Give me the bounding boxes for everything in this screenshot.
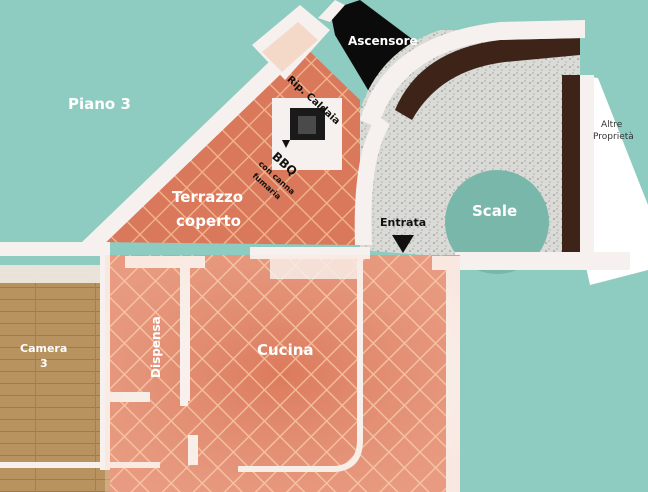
dispensa-label: Dispensa	[149, 316, 163, 378]
scale-stairwell	[445, 170, 549, 274]
entrata-label: Entrata	[380, 216, 427, 229]
terrazzo-wall	[80, 32, 312, 252]
scale-label: Scale	[472, 202, 518, 220]
terrazzo-coperto-floor	[90, 42, 360, 245]
camera-3-label-line2: 3	[40, 357, 48, 370]
terrazzo-label-line2: coperto	[176, 212, 241, 230]
floor-label: Piano 3	[68, 95, 131, 113]
ascensore-label: Ascensore	[348, 34, 418, 48]
camera-3-label-line1: Camera	[20, 342, 68, 355]
curved-wood-wall	[395, 38, 580, 120]
entrance-arrow-icon	[392, 235, 414, 253]
right-wood-wall	[562, 75, 580, 253]
altre-proprieta-line1: Altre	[601, 120, 623, 130]
cucina-label: Cucina	[257, 341, 314, 359]
camera-3-floor	[0, 265, 102, 465]
terrazzo-label-line1: Terrazzo	[172, 188, 244, 206]
altre-proprieta-line2: Proprietà	[593, 132, 634, 142]
